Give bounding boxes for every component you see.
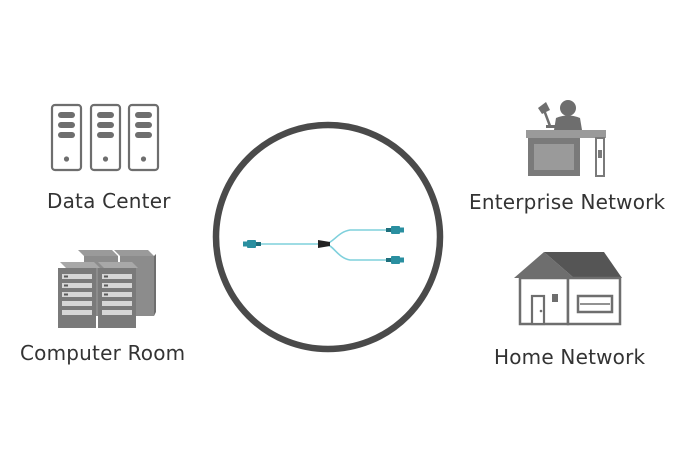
enterprise-network-icon bbox=[526, 100, 606, 177]
center-ring bbox=[212, 121, 444, 353]
computer-room-icon bbox=[58, 250, 156, 328]
computer-room-label: Computer Room bbox=[20, 341, 186, 365]
home-network-label: Home Network bbox=[494, 345, 646, 369]
data-center-icon bbox=[50, 103, 160, 172]
fiber-breakout-cable-icon bbox=[243, 226, 404, 264]
enterprise-network-label: Enterprise Network bbox=[469, 190, 666, 214]
data-center-label: Data Center bbox=[47, 189, 171, 213]
home-network-icon bbox=[514, 252, 622, 326]
